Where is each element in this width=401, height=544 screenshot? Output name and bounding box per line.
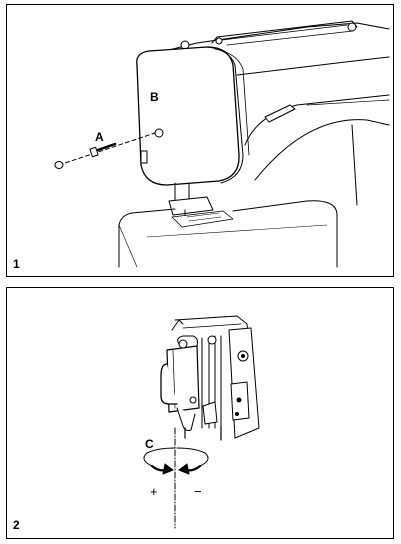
sign-minus: − (194, 484, 202, 499)
sign-plus: + (150, 484, 158, 499)
presser-foot-icon (168, 196, 214, 216)
screw-hole-outline (54, 161, 64, 169)
figure-number-2: 2 (13, 518, 20, 532)
rotation-arc-left (143, 447, 176, 467)
screw-alignment-line (58, 132, 156, 166)
figure-number-1: 1 (13, 257, 20, 271)
screw-hole-icon (154, 128, 164, 138)
label-screw-A: A (95, 130, 104, 144)
machine-bed-top (232, 200, 338, 268)
front-cover-B (136, 46, 240, 186)
figure-panel-2: C + − 2 (6, 287, 394, 539)
sewing-machine-illustration: A B (54, 20, 390, 268)
label-screw-C: C (145, 437, 154, 451)
screw-knob-C (160, 363, 178, 405)
free-arm-curve (254, 119, 390, 181)
screw-A-icon (89, 142, 117, 158)
figure-panel-1: A B 1 (6, 4, 394, 277)
label-cover-B: B (150, 90, 159, 104)
spool-pin-icon (347, 22, 357, 32)
lever-icon (264, 104, 296, 123)
rotation-arc-right (176, 447, 209, 467)
needle-bar-illustration: C + − (143, 315, 260, 529)
